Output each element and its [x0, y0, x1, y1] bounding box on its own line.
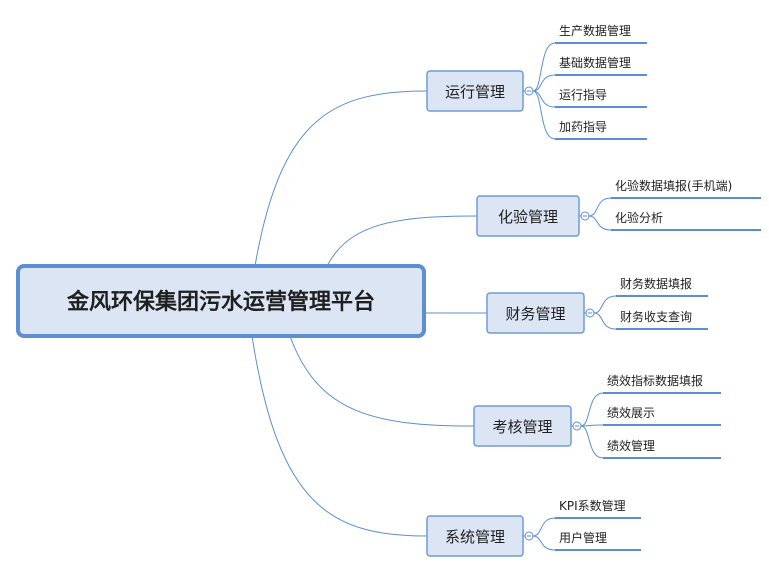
- child-node-label[interactable]: 化验分析: [615, 210, 663, 225]
- child-node-label[interactable]: 用户管理: [559, 530, 607, 545]
- branch-connector: [326, 215, 478, 267]
- central-node-label: 金风环保集团污水运营管理平台: [66, 289, 375, 315]
- branch-node[interactable]: 运行管理: [426, 70, 524, 112]
- child-connector: [593, 295, 617, 314]
- branch-node-box[interactable]: [486, 292, 585, 334]
- central-node[interactable]: 金风环保集团污水运营管理平台: [16, 264, 426, 338]
- child-node-label[interactable]: 绩效管理: [607, 438, 655, 453]
- child-node-label[interactable]: 加药指导: [559, 119, 607, 134]
- branch-node-label: 化验管理: [498, 208, 558, 226]
- branch-node-label: 考核管理: [492, 418, 552, 436]
- collapse-toggle-icon[interactable]: [524, 86, 534, 96]
- branch-node-box[interactable]: [476, 195, 580, 237]
- central-node-box[interactable]: [16, 264, 426, 338]
- branch-connector: [254, 90, 428, 267]
- branch-node-label: 财务管理: [505, 305, 565, 323]
- child-connector: [532, 74, 556, 92]
- branch-node-label: 系统管理: [445, 528, 505, 546]
- child-node-label[interactable]: 财务数据填报: [620, 276, 692, 291]
- branch-node-box[interactable]: [473, 405, 572, 447]
- child-connector: [580, 424, 604, 427]
- child-connector: [588, 197, 612, 217]
- branch-connector: [251, 335, 428, 537]
- child-node-label[interactable]: KPI系数管理: [559, 498, 626, 513]
- child-connector: [532, 42, 556, 92]
- child-connector: [532, 535, 556, 551]
- child-connector: [580, 425, 604, 459]
- child-node-label[interactable]: 绩效指标数据填报: [607, 373, 703, 388]
- child-connector: [532, 90, 556, 140]
- child-node-label[interactable]: 运行指导: [559, 87, 607, 102]
- child-node-label[interactable]: 基础数据管理: [559, 55, 631, 70]
- branch-node-box[interactable]: [426, 70, 524, 112]
- collapse-toggle-icon[interactable]: [580, 211, 590, 221]
- child-connector: [588, 215, 612, 231]
- collapse-toggle-icon[interactable]: [585, 308, 595, 318]
- branch-node-box[interactable]: [426, 515, 524, 557]
- collapse-toggle-icon[interactable]: [572, 421, 582, 431]
- child-connector: [532, 517, 556, 537]
- child-connector: [593, 312, 617, 330]
- child-node-label[interactable]: 生产数据管理: [559, 23, 631, 38]
- branch-node-label: 运行管理: [445, 83, 505, 101]
- branch-connector: [289, 335, 475, 427]
- child-node-label[interactable]: 绩效展示: [607, 405, 655, 420]
- branch-node[interactable]: 系统管理: [426, 515, 524, 557]
- branch-node[interactable]: 化验管理: [476, 195, 580, 237]
- connector-lines: [251, 42, 761, 551]
- child-node-label[interactable]: 财务收支查询: [620, 309, 692, 324]
- child-connector: [580, 392, 604, 427]
- collapse-toggle-icon[interactable]: [524, 531, 534, 541]
- branch-node[interactable]: 考核管理: [473, 405, 572, 447]
- branch-node[interactable]: 财务管理: [486, 292, 585, 334]
- nodes: 金风环保集团污水运营管理平台 运行管理 生产数据管理基础数据管理运行指导加药指导化验…: [16, 23, 732, 557]
- child-node-label[interactable]: 化验数据填报(手机端): [615, 178, 732, 193]
